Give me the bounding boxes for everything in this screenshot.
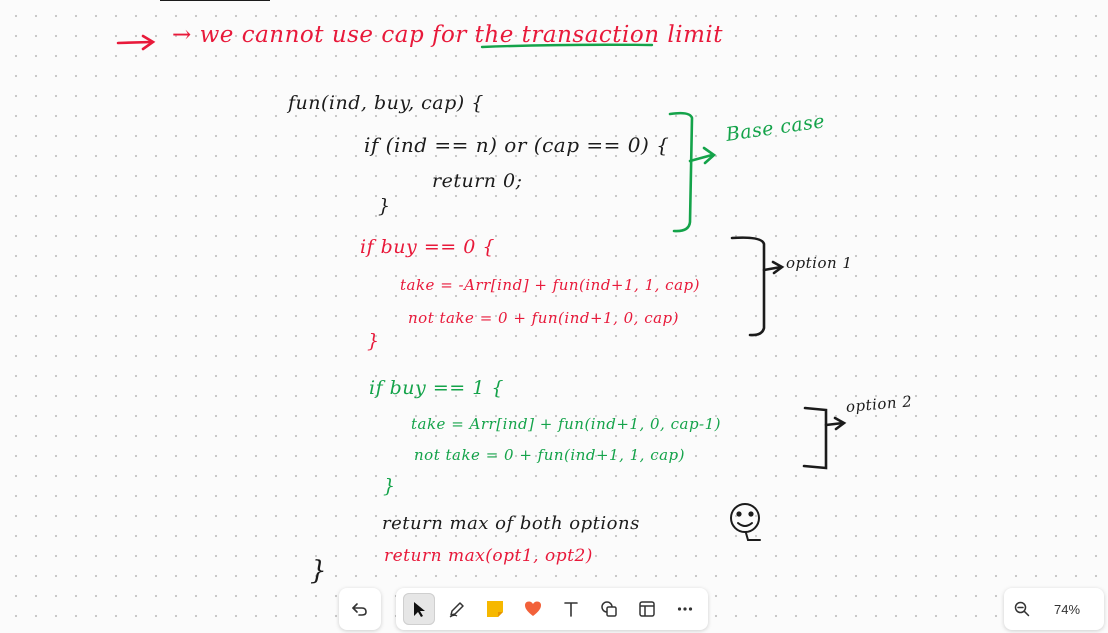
note-return-zero: return 0; bbox=[432, 170, 523, 192]
zoom-control: 74% bbox=[1004, 588, 1104, 630]
select-tool-button[interactable] bbox=[403, 593, 435, 625]
shapes-icon bbox=[601, 601, 617, 617]
note-label-option1: option 1 bbox=[786, 254, 853, 272]
heading-underline bbox=[480, 43, 654, 49]
note-not-take-2: not take = 0 + fun(ind+1, 1, cap) bbox=[414, 446, 685, 464]
shapes-tool-button[interactable] bbox=[593, 593, 625, 625]
option2-bracket bbox=[802, 406, 847, 470]
note-close-brace-1: } bbox=[378, 195, 391, 217]
bottom-toolbar bbox=[339, 588, 708, 630]
note-return-max-code: return max(opt1, opt2) bbox=[384, 546, 593, 566]
note-function-signature: fun(ind, buy, cap) { bbox=[288, 92, 484, 114]
pen-tool-button[interactable] bbox=[441, 593, 473, 625]
note-not-take-1: not take = 0 + fun(ind+1, 0, cap) bbox=[408, 309, 679, 327]
undo-icon bbox=[352, 603, 367, 616]
frame-tool-button[interactable] bbox=[631, 593, 663, 625]
note-take-1: take = -Arr[ind] + fun(ind+1, 1, cap) bbox=[400, 276, 700, 294]
note-heading: → we cannot use cap for the transaction … bbox=[172, 22, 723, 48]
note-base-if: if (ind == n) or (cap == 0) { bbox=[364, 133, 670, 157]
tools-group bbox=[396, 588, 708, 630]
note-take-2: take = Arr[ind] + fun(ind+1, 0, cap-1) bbox=[411, 415, 722, 433]
reaction-heart-icon bbox=[525, 601, 541, 616]
more-icon bbox=[677, 607, 693, 611]
note-close-function: } bbox=[310, 556, 328, 586]
zoom-out-button[interactable] bbox=[1004, 593, 1040, 625]
sticky-note-button[interactable] bbox=[479, 593, 511, 625]
heading-arrow bbox=[116, 34, 156, 51]
base-case-bracket bbox=[668, 111, 717, 233]
smiley-doodle bbox=[730, 503, 761, 541]
option1-bracket bbox=[730, 236, 785, 337]
note-close-brace-2: } bbox=[367, 330, 380, 352]
pen-icon bbox=[449, 602, 464, 618]
reaction-button[interactable] bbox=[517, 593, 549, 625]
note-if-buy-1: if buy == 1 { bbox=[369, 377, 504, 399]
text-icon bbox=[564, 602, 578, 617]
frame-icon bbox=[639, 601, 655, 617]
zoom-out-icon bbox=[1014, 601, 1030, 617]
note-if-buy-0: if buy == 0 { bbox=[360, 236, 495, 258]
text-tool-button[interactable] bbox=[555, 593, 587, 625]
zoom-level[interactable]: 74% bbox=[1054, 601, 1081, 617]
note-return-max-text: return max of both options bbox=[382, 513, 640, 534]
undo-button[interactable] bbox=[344, 593, 376, 625]
more-tools-button[interactable] bbox=[669, 593, 701, 625]
select-arrow-icon bbox=[414, 602, 425, 617]
undo-group bbox=[339, 588, 381, 630]
note-close-brace-3: } bbox=[383, 475, 396, 497]
sticky-note-icon bbox=[487, 601, 503, 617]
